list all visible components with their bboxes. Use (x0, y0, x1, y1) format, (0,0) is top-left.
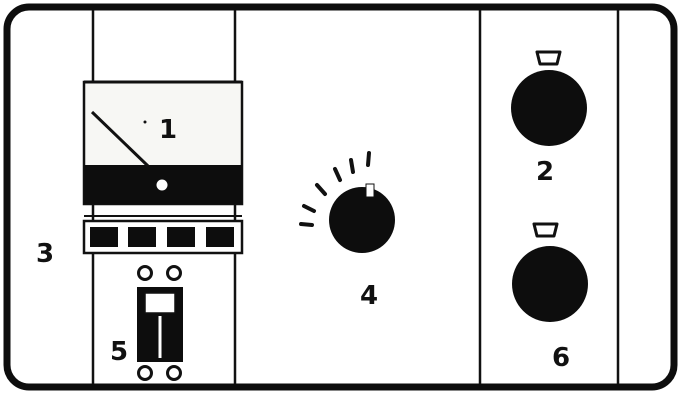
strip-button-4[interactable] (206, 227, 234, 247)
label-button-strip: 3 (36, 239, 54, 269)
slider-screw-bottom-left (137, 365, 153, 381)
slider-screw-top-right (166, 265, 182, 281)
scale-mark-4 (333, 167, 342, 182)
scale-mark-6 (366, 151, 371, 167)
strip-button-1[interactable] (90, 227, 118, 247)
label-selector-knob: 4 (360, 281, 378, 311)
scale-mark-3 (315, 183, 327, 196)
meter-tick (143, 120, 147, 124)
scale-mark-2 (302, 204, 316, 213)
label-lower-knob: 6 (552, 343, 570, 373)
upper-knob[interactable] (511, 70, 587, 146)
push-button-strip-icon (82, 215, 244, 255)
label-upper-knob: 2 (536, 157, 554, 187)
slider-screw-top-left (137, 265, 153, 281)
label-slider: 5 (110, 337, 128, 367)
round-knob-icon (512, 222, 588, 322)
fader-slider-icon (137, 265, 183, 381)
round-knob-icon (299, 151, 395, 253)
strip-button-2[interactable] (128, 227, 156, 247)
upper-knob-indicator (535, 50, 562, 66)
strip-button-3[interactable] (167, 227, 195, 247)
scale-mark-1 (299, 222, 314, 227)
scale-mark-5 (349, 158, 355, 174)
slider-knob[interactable] (144, 292, 176, 314)
selector-knob[interactable] (329, 187, 395, 253)
slider-screw-bottom-right (166, 365, 182, 381)
label-meter: 1 (159, 115, 177, 145)
selector-pointer (365, 183, 375, 198)
lower-knob-indicator (532, 222, 559, 238)
selector-scale-marks (299, 151, 371, 227)
analog-meter-icon (82, 80, 244, 206)
round-knob-icon (511, 50, 587, 146)
meter-needle (90, 110, 150, 168)
meter-pivot (156, 179, 168, 191)
lower-knob[interactable] (512, 246, 588, 322)
